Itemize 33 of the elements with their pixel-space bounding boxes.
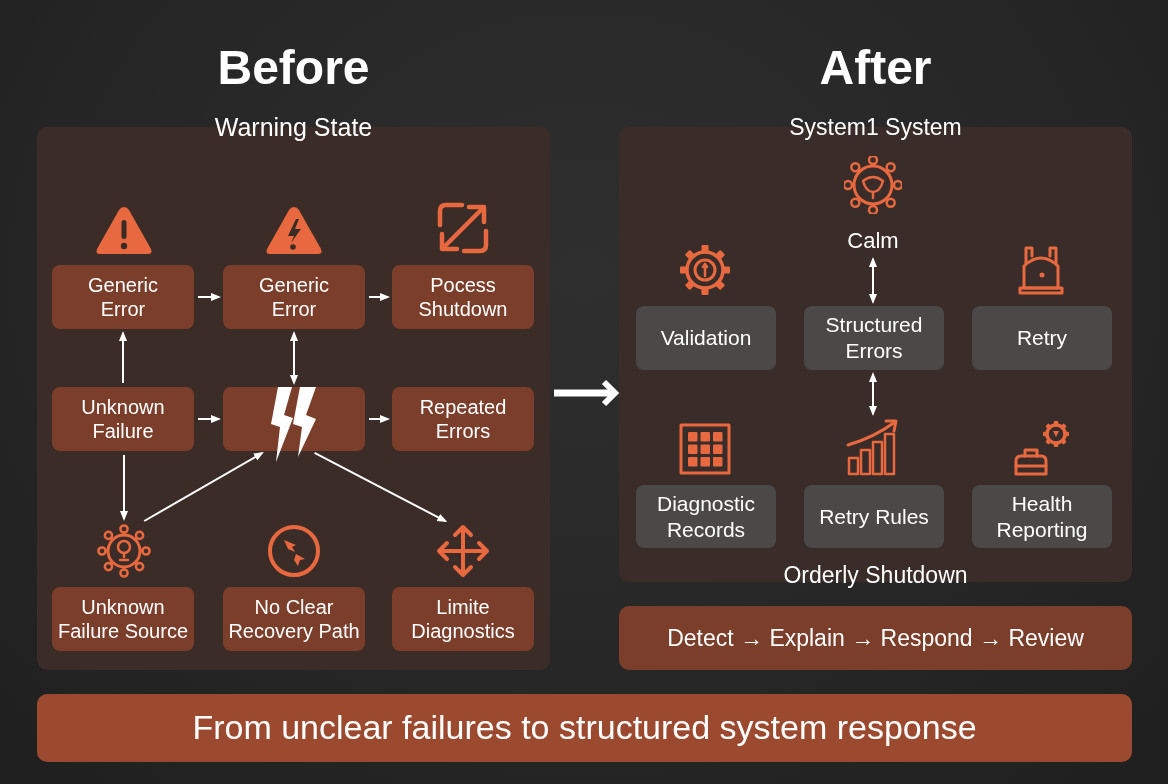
process-flow-bar: Detect → Explain → Respond → Review	[619, 606, 1132, 670]
process-box: Generic Error	[52, 265, 194, 329]
arrow	[120, 454, 128, 521]
arrow	[368, 415, 390, 423]
arrow	[313, 451, 448, 523]
process-box: No Clear Recovery Path	[223, 587, 365, 651]
section-subheading: Warning State	[214, 112, 373, 143]
feature-box: Diagnostic Records	[636, 485, 776, 548]
process-box: Pocess Shutdown	[392, 265, 534, 329]
double-arrow	[869, 372, 877, 416]
double-arrow	[869, 257, 877, 304]
arrow	[197, 415, 221, 423]
section-heading: After	[819, 40, 932, 96]
process-box: Limite Diagnostics	[392, 587, 534, 651]
feature-box: Validation	[636, 306, 776, 370]
process-box: Generic Error	[223, 265, 365, 329]
feature-box: Retry	[972, 306, 1112, 370]
state-label: Calm	[844, 227, 902, 255]
feature-box: Structured Errors	[804, 306, 944, 370]
process-box: Repeated Errors	[392, 387, 534, 451]
section-heading: Before	[217, 40, 370, 96]
feature-box: Retry Rules	[804, 485, 944, 548]
summary-banner: From unclear failures to structured system response	[37, 694, 1132, 762]
process-box: Unknown Failure Source	[52, 587, 194, 651]
panel-footer-label: Orderly Shutdown	[783, 561, 968, 590]
arrow	[368, 293, 390, 301]
section-subheading: System1 System	[789, 113, 962, 142]
arrow	[197, 293, 221, 301]
feature-box: Health Reporting	[972, 485, 1112, 548]
arrow	[119, 331, 127, 384]
process-box: Unknown Failure	[52, 387, 194, 451]
double-arrow	[290, 331, 298, 385]
arrow	[143, 452, 264, 522]
